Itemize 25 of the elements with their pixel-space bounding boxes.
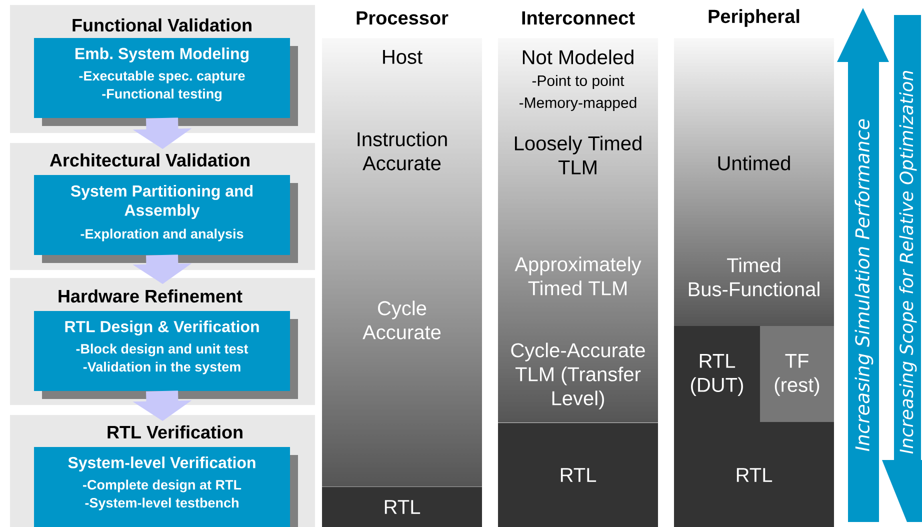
arrow-label: Increasing Scope for Relative Optimization	[899, 71, 917, 454]
arrow-label: Increasing Simulation Performance	[854, 119, 874, 452]
level-label: Host	[383, 50, 422, 64]
level-label: Untimed	[718, 156, 790, 170]
level-label: Timed Bus-Functional	[688, 258, 820, 296]
stage-heading: Functional Validation	[72, 18, 252, 32]
level-label: Approximately Timed TLM	[514, 256, 642, 296]
level-label: RTL	[736, 468, 772, 482]
level-label: RTL (DUT)	[691, 354, 743, 396]
level-label: TF (rest)	[774, 354, 820, 396]
level-label: -Point to point	[532, 75, 624, 89]
stage-heading: Hardware Refinement	[58, 289, 242, 303]
level-label: Cycle Accurate	[362, 300, 441, 340]
level-label: RTL	[560, 468, 596, 482]
level-label: Cycle-Accurate TLM (Transfer Level)	[511, 342, 645, 410]
column-heading: Peripheral	[708, 9, 800, 27]
level-label: -Memory-mapped	[519, 97, 636, 111]
level-label: RTL	[384, 500, 420, 514]
column-heading: Interconnect	[522, 11, 635, 25]
stage-heading: Architectural Validation	[50, 153, 250, 167]
level-label: Instruction Accurate	[358, 132, 447, 170]
column-heading: Processor	[356, 11, 448, 25]
level-label: Not Modeled	[522, 50, 634, 64]
level-label: Loosely Timed TLM	[515, 136, 642, 174]
stage-heading: RTL Verification	[108, 425, 242, 439]
